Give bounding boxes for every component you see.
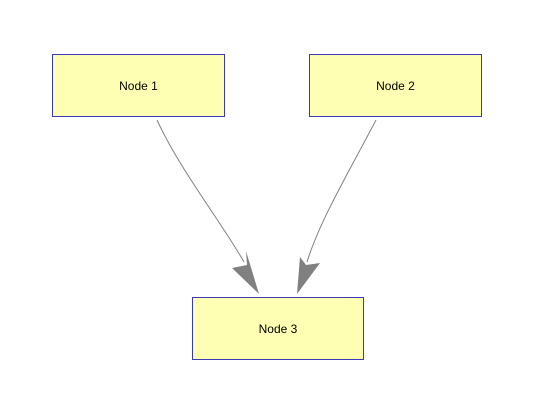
node-label: Node 1 [119, 78, 158, 93]
edge-line [156, 119, 245, 263]
edge-node2-to-node3 [297, 119, 377, 294]
edge-node1-to-node3 [156, 119, 259, 294]
node-label: Node 2 [376, 78, 415, 93]
arrowhead-icon [297, 257, 320, 294]
node-2[interactable]: Node 2 [309, 54, 482, 117]
node-3[interactable]: Node 3 [192, 297, 364, 360]
arrowhead-icon [232, 251, 259, 294]
node-1[interactable]: Node 1 [52, 54, 225, 117]
edge-line [306, 119, 377, 263]
node-label: Node 3 [258, 321, 298, 336]
